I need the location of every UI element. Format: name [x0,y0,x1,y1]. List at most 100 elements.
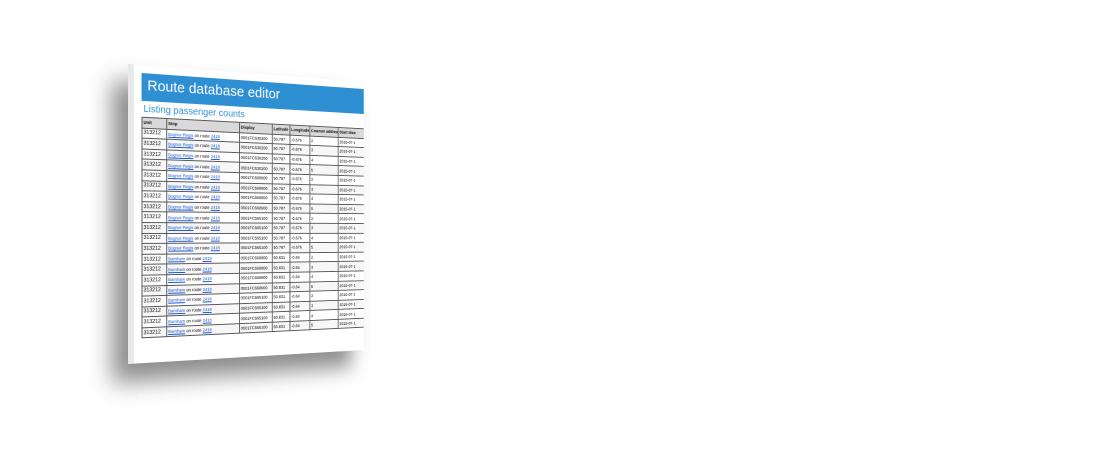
route-link[interactable]: 2418 [211,154,220,159]
route-link[interactable]: 2418 [211,246,220,251]
start-time-cell: 2015-07-1 [338,214,364,224]
counter-address-cell: 3 [310,262,338,272]
route-link[interactable]: 2418 [203,307,212,312]
longitude-cell: -0.676 [290,194,310,204]
route-link[interactable]: 2418 [203,266,212,271]
unit-cell: 313212 [142,254,167,265]
route-link[interactable]: 2418 [203,287,212,292]
route-link[interactable]: 2418 [203,256,212,261]
route-label: on route [195,205,210,210]
unit-cell: 313212 [142,212,167,223]
stop-link[interactable]: Bognor Regis [168,236,193,241]
latitude-cell: 50.787 [272,203,290,213]
stop-link[interactable]: Bognor Regis [168,246,193,251]
route-link[interactable]: 2418 [211,164,220,169]
unit-cell: 313212 [142,264,167,275]
app-title: Route database editor [147,77,280,102]
display-cell: 0501FC565100 [239,213,272,223]
route-link[interactable]: 2418 [211,144,220,149]
unit-cell: 313212 [142,159,167,170]
start-time-cell: 2015-07-1 [338,261,364,271]
route-label: on route [186,307,201,312]
longitude-cell: -0.676 [290,164,310,174]
stop-link[interactable]: Bognor Regis [168,132,193,138]
route-label: on route [186,318,201,323]
display-cell: 0501FC565100 [239,243,272,253]
route-link[interactable]: 2418 [211,236,220,241]
stop-link[interactable]: Barnham [168,287,185,292]
route-label: on route [195,174,210,179]
route-label: on route [195,143,210,148]
table-body: 313212Bognor Regis on route 24180501FC63… [142,128,364,339]
stop-link[interactable]: Barnham [168,308,185,314]
longitude-cell: -0.676 [290,243,310,253]
route-link[interactable]: 2418 [211,174,220,179]
start-time-cell: 2015-07-1 [338,318,364,329]
start-time-cell: 2015-07-1 [338,233,364,243]
stop-link[interactable]: Barnham [168,318,185,324]
unit-cell: 313212 [142,275,167,286]
latitude-cell: 50.831 [272,282,290,292]
stop-link[interactable]: Barnham [168,267,185,272]
route-label: on route [195,184,210,189]
stop-link[interactable]: Bognor Regis [168,225,193,230]
stop-link[interactable]: Barnham [168,256,185,261]
display-cell: 0501FC565100 [239,322,272,333]
latitude-cell: 50.831 [272,292,290,302]
longitude-cell: -0.64 [290,262,310,272]
stop-link[interactable]: Bognor Regis [168,184,193,189]
stop-link[interactable]: Bognor Regis [168,215,193,220]
route-label: on route [195,246,210,251]
longitude-cell: -0.676 [290,223,310,233]
stop-link[interactable]: Barnham [168,298,185,303]
start-time-cell: 2015-07-1 [338,223,364,233]
table-row: 313212Bognor Regis on route 24180501FC56… [142,222,364,233]
latitude-cell: 50.787 [272,183,290,193]
counter-address-cell: 3 [310,223,338,233]
route-link[interactable]: 2418 [211,215,220,220]
stop-link[interactable]: Bognor Regis [168,142,193,148]
display-cell: 0501FC668900 [239,253,272,263]
route-link[interactable]: 2418 [211,185,220,190]
latitude-cell: 50.787 [272,164,290,174]
route-link[interactable]: 2418 [211,225,220,230]
route-label: on route [195,154,210,159]
counter-address-cell: 2 [310,175,338,185]
route-label: on route [195,195,210,200]
route-link[interactable]: 2418 [211,205,220,210]
route-link[interactable]: 2418 [203,276,212,281]
route-link[interactable]: 2418 [211,134,220,139]
stop-link[interactable]: Bognor Regis [168,205,193,210]
unit-cell: 313212 [142,149,167,160]
unit-cell: 313212 [142,285,167,296]
route-link[interactable]: 2418 [203,327,212,332]
longitude-cell: -0.64 [290,272,310,282]
start-time-cell: 2015-07-1 [338,242,364,252]
latitude-cell: 50.787 [272,233,290,243]
counter-address-cell: 2 [310,213,338,223]
display-cell: 0501FC668900 [239,263,272,274]
counter-address-cell: 4 [310,194,338,204]
stop-cell: Bognor Regis on route 2418 [167,223,240,233]
route-link[interactable]: 2418 [211,195,220,200]
stop-link[interactable]: Bognor Regis [168,153,193,159]
unit-cell: 313212 [142,327,167,339]
unit-cell: 313212 [142,222,167,233]
stop-cell: Bognor Regis on route 2418 [167,202,240,213]
latitude-cell: 50.831 [272,321,290,332]
latitude-cell: 50.787 [272,243,290,253]
counter-address-cell: 5 [310,319,338,330]
start-time-cell: 2015-07-1 [338,185,364,195]
stop-link[interactable]: Barnham [168,329,185,335]
counter-address-cell: 2 [310,252,338,262]
stop-link[interactable]: Bognor Regis [168,194,193,199]
counter-address-cell: 5 [310,204,338,214]
latitude-cell: 50.787 [272,144,290,155]
stop-link[interactable]: Barnham [168,277,185,282]
route-link[interactable]: 2418 [203,297,212,302]
stop-link[interactable]: Bognor Regis [168,173,193,179]
unit-cell: 313212 [142,243,167,254]
route-link[interactable]: 2418 [203,317,212,322]
stop-link[interactable]: Bognor Regis [168,163,193,169]
